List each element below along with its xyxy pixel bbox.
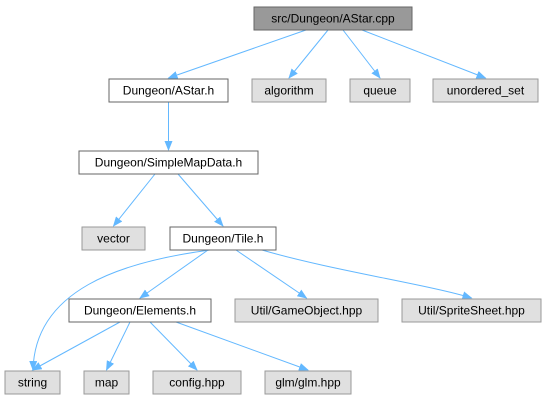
edges (29, 29, 487, 371)
edge-elements-to-string (31, 321, 121, 371)
node-gameobject-label: Util/GameObject.hpp (251, 304, 363, 318)
node-simplemapdata-box (78, 150, 259, 175)
edge-elements-to-glm (175, 321, 309, 371)
node-unordered-set: unordered_set (432, 78, 539, 103)
node-astar-h-box (108, 78, 229, 103)
node-gameobject: Util/GameObject.hpp (234, 298, 379, 323)
node-queue-label: queue (363, 84, 397, 98)
node-elements[interactable]: Dungeon/Elements.h (68, 298, 212, 323)
node-astar-h[interactable]: Dungeon/AStar.h (108, 78, 229, 103)
node-elements-label: Dungeon/Elements.h (84, 304, 196, 318)
edge-tile-to-spritesheet (261, 249, 473, 300)
node-tile[interactable]: Dungeon/Tile.h (169, 226, 277, 251)
node-root-box (253, 6, 413, 31)
node-vector: vector (81, 226, 146, 251)
node-map-label: map (95, 376, 119, 390)
node-algorithm-box (251, 78, 327, 103)
node-glm-label: glm/glm.hpp (275, 376, 341, 390)
node-map-box (83, 370, 130, 395)
node-unordered-set-label: unordered_set (447, 84, 525, 98)
node-gameobject-box (234, 298, 379, 323)
node-queue-box (349, 78, 411, 103)
node-root-label: src/Dungeon/AStar.cpp (271, 12, 395, 26)
edge-root-to-unordered_set (361, 29, 487, 79)
node-elements-box (68, 298, 212, 323)
edge-root-to-astar_h (167, 29, 307, 79)
node-vector-label: vector (97, 232, 130, 246)
edge-root-to-queue (342, 29, 381, 79)
node-unordered-set-box (432, 78, 539, 103)
edge-tile-to-string (29, 249, 211, 371)
node-map: map (83, 370, 130, 395)
edge-tile-to-gameobject (235, 249, 308, 299)
node-spritesheet: Util/SpriteSheet.hpp (401, 298, 542, 323)
edge-elements-to-map (106, 321, 131, 371)
node-algorithm: algorithm (251, 78, 327, 103)
node-root[interactable]: src/Dungeon/AStar.cpp (253, 6, 413, 31)
node-glm-box (264, 370, 352, 395)
node-simplemapdata-label: Dungeon/SimpleMapData.h (95, 156, 242, 170)
node-config-box (152, 370, 242, 395)
node-queue: queue (349, 78, 411, 103)
node-config-label: config.hpp (169, 376, 225, 390)
edge-tile-to-elements (139, 249, 209, 299)
node-spritesheet-label: Util/SpriteSheet.hpp (418, 304, 525, 318)
node-simplemapdata[interactable]: Dungeon/SimpleMapData.h (78, 150, 259, 175)
node-glm: glm/glm.hpp (264, 370, 352, 395)
node-tile-label: Dungeon/Tile.h (183, 232, 264, 246)
node-string-label: string (18, 376, 47, 390)
node-string-box (4, 370, 61, 395)
edge-elements-to-config (149, 321, 198, 371)
edge-simplemapdata-to-tile (177, 173, 224, 227)
node-spritesheet-box (401, 298, 542, 323)
node-tile-box (169, 226, 277, 251)
node-string: string (4, 370, 61, 395)
edge-root-to-algorithm (288, 29, 329, 79)
node-astar-h-label: Dungeon/AStar.h (123, 84, 214, 98)
edge-simplemapdata-to-vector (112, 173, 156, 227)
node-config: config.hpp (152, 370, 242, 395)
node-algorithm-label: algorithm (264, 84, 313, 98)
node-vector-box (81, 226, 146, 251)
